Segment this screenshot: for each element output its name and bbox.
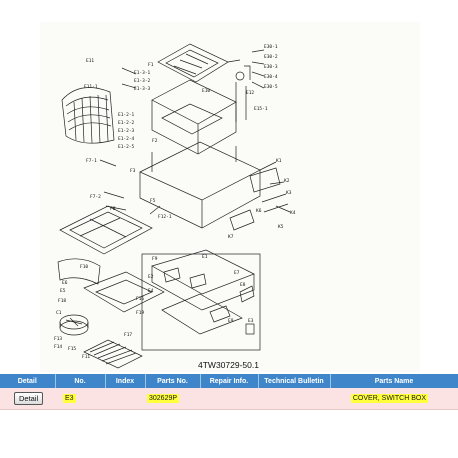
header-parts-no: Parts No.: [145, 374, 201, 388]
label-f3: F3: [130, 168, 136, 174]
label-f5: F5: [150, 198, 156, 204]
label-k1: K1: [276, 158, 282, 164]
table-header-row: Detail No. Index Parts No. Repair Info. …: [0, 374, 458, 388]
part-no-value: E3: [63, 394, 76, 403]
main-casing-shape: [139, 141, 261, 201]
label-f19: F19: [136, 310, 144, 316]
parts-table: Detail No. Index Parts No. Repair Info. …: [0, 374, 458, 410]
part-labels: F1 E11 E11-1 E1-3-1 E1-3-2 E1-3-3 E1-2-1…: [54, 44, 296, 360]
air-grille-shape: [83, 339, 143, 369]
label-f7-2: F7-2: [90, 194, 101, 200]
header-repair-info: Repair Info.: [200, 374, 259, 388]
label-f10: F10: [80, 264, 88, 270]
fan-rotor-shape: [59, 320, 89, 336]
fan-housing-shape: [151, 79, 237, 125]
switch-box-cover-e3: [161, 293, 243, 335]
label-f13: F13: [54, 336, 62, 342]
label-f2: F2: [152, 138, 158, 144]
switch-box-detail-frame: [141, 253, 261, 351]
label-e8: E8: [240, 282, 246, 288]
label-e1: E1: [202, 254, 208, 260]
label-k3: K3: [286, 190, 292, 196]
label-e30-1: E30-1: [264, 44, 278, 50]
label-f17: F17: [124, 332, 132, 338]
label-e7: E7: [234, 270, 240, 276]
label-e1-2-3: E1-2-3: [118, 128, 135, 134]
label-e1-3-3: E1-3-3: [134, 86, 151, 92]
diagram-drawing: F1 E11 E11-1 E1-3-1 E1-3-2 E1-3-3 E1-2-1…: [54, 43, 296, 370]
parts-number-value: 302629P: [147, 394, 180, 403]
label-k5: K5: [278, 224, 284, 230]
label-e1-2-5: E1-2-5: [118, 144, 135, 150]
label-e9: E9: [228, 318, 234, 324]
label-f11: F11: [82, 354, 90, 360]
cell-index: [105, 388, 145, 410]
label-e1-2-4: E1-2-4: [118, 136, 135, 142]
header-parts-name: Parts Name: [330, 374, 458, 388]
cell-technical-bulletin: [258, 388, 330, 410]
label-e30-4: E30-4: [264, 74, 278, 80]
label-e10: E10: [202, 88, 210, 94]
label-k6: K6: [256, 208, 262, 214]
label-f18: F18: [58, 298, 66, 304]
label-f7-1: F7-1: [86, 158, 97, 164]
parts-name-value: COVER, SWITCH BOX: [350, 394, 428, 403]
label-e4: E4: [148, 288, 154, 294]
label-e12: E12: [246, 90, 254, 96]
header-detail: Detail: [0, 374, 56, 388]
heat-exchanger-shape: [61, 87, 115, 144]
label-k7: K7: [228, 234, 234, 240]
label-f8: F8: [110, 206, 116, 212]
label-f14: F14: [54, 344, 62, 350]
label-f1: F1: [148, 62, 154, 68]
cell-repair-info: [200, 388, 258, 410]
label-e30-5: E30-5: [264, 84, 278, 90]
cell-no: E3: [55, 388, 105, 410]
label-f9: F9: [152, 256, 158, 262]
label-e1-2-2: E1-2-2: [118, 120, 135, 126]
label-c1: C1: [56, 310, 62, 316]
label-e15-1: E15-1: [254, 106, 268, 112]
label-k4: K4: [290, 210, 296, 216]
label-e5: E5: [60, 288, 66, 294]
header-index: Index: [105, 374, 146, 388]
label-e30-3: E30-3: [264, 64, 278, 70]
cell-parts-no: 302629P: [145, 388, 200, 410]
label-f12-1: F12-1: [158, 214, 172, 220]
cell-detail: Detail: [0, 388, 55, 410]
label-e3: E3: [248, 318, 254, 324]
label-f15: F15: [68, 346, 76, 352]
decoration-panel-shape: [59, 205, 153, 255]
label-e1-3-1: E1-3-1: [134, 70, 151, 76]
header-technical-bulletin: Technical Bulletin: [258, 374, 331, 388]
exploded-parts-diagram: F1 E11 E11-1 E1-3-1 E1-3-2 E1-3-3 E1-2-1…: [40, 22, 420, 372]
label-e11: E11: [86, 58, 94, 64]
drawing-number: 4TW30729-50.1: [198, 360, 259, 370]
drain-pan-shape: [83, 271, 165, 313]
label-e2: E2: [148, 274, 154, 280]
header-no: No.: [55, 374, 106, 388]
label-e6: E6: [62, 280, 68, 286]
detail-button[interactable]: Detail: [14, 392, 44, 405]
table-row[interactable]: Detail E3 302629P COVER, SWITCH BOX: [0, 388, 458, 410]
label-e30-2: E30-2: [264, 54, 278, 60]
label-e1-3-2: E1-3-2: [134, 78, 151, 84]
label-f16: F16: [136, 296, 144, 302]
cell-parts-name: COVER, SWITCH BOX: [330, 388, 458, 410]
label-k2: K2: [284, 178, 290, 184]
label-e11-1: E11-1: [84, 84, 98, 90]
label-e1-2-1: E1-2-1: [118, 112, 135, 118]
